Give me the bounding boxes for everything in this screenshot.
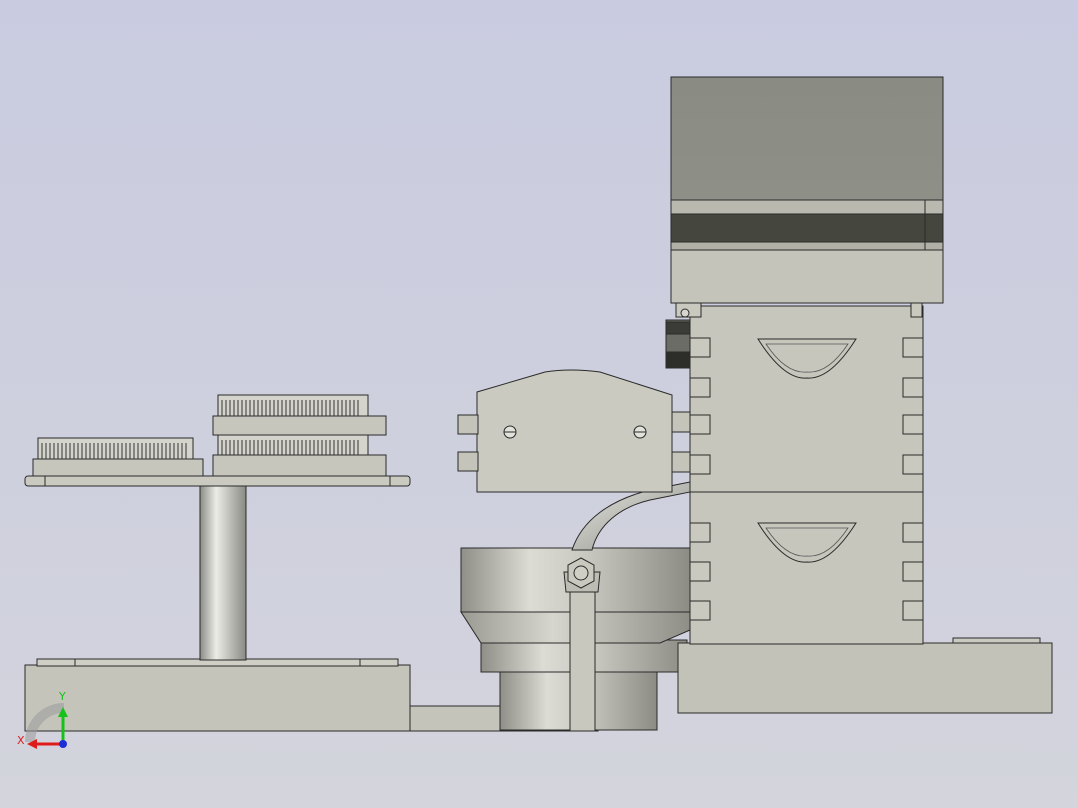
body-slot <box>902 522 924 543</box>
body-slot <box>902 600 924 621</box>
hex-nut-icon[interactable] <box>567 557 595 589</box>
bracket-plate[interactable] <box>457 369 691 493</box>
body-slot <box>902 414 924 435</box>
table-plate <box>24 475 411 487</box>
motor-housing[interactable] <box>670 76 944 318</box>
z-axis-dot <box>59 740 67 748</box>
body-slot <box>689 377 711 398</box>
screw-left-icon <box>503 425 517 439</box>
right-base-plate <box>677 637 1053 714</box>
body-slot <box>689 561 711 582</box>
body-slot <box>689 454 711 475</box>
y-axis-label: Y <box>58 690 66 703</box>
fixture-right-lower <box>212 434 387 477</box>
motor-dark-band <box>670 213 944 243</box>
drive-body[interactable] <box>689 305 924 645</box>
fixture-right-upper <box>212 394 387 436</box>
window-lower <box>757 522 857 563</box>
body-slot <box>689 522 711 543</box>
side-switch[interactable] <box>665 319 691 369</box>
x-axis-label: X <box>17 734 25 747</box>
triad-arc-icon <box>25 703 65 743</box>
body-slot <box>902 454 924 475</box>
small-screw-icon <box>680 308 690 318</box>
support-post <box>199 485 247 661</box>
fixture-left <box>32 437 204 477</box>
body-slot <box>689 600 711 621</box>
body-slot <box>689 337 711 358</box>
window-upper <box>757 338 857 379</box>
body-slot <box>902 561 924 582</box>
coordinate-triad: X Y <box>17 690 68 749</box>
screw-right-icon <box>633 425 647 439</box>
body-slot <box>902 337 924 358</box>
body-slot <box>902 377 924 398</box>
base-plate-left <box>24 664 411 732</box>
body-slot <box>689 414 711 435</box>
